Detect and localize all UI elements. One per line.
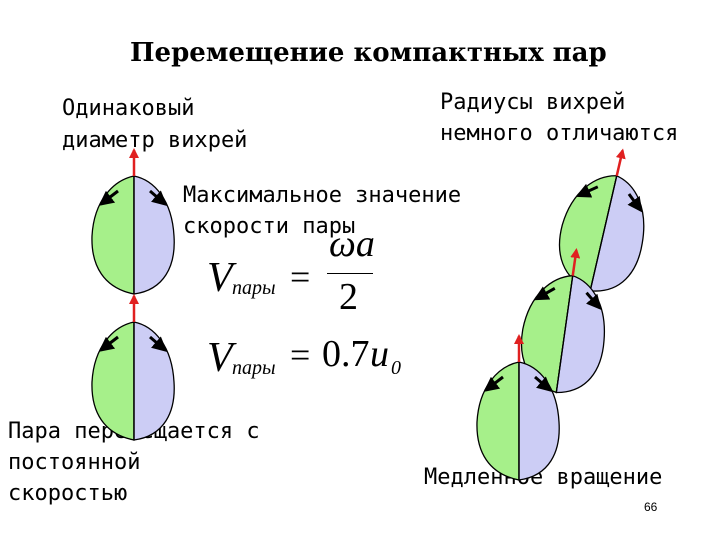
- formula2-coef: 0.7: [322, 333, 370, 375]
- page-number: 66: [644, 500, 658, 514]
- formula1-denominator: 2: [339, 276, 358, 318]
- fraction-bar: [327, 273, 373, 274]
- left-heading: Одинаковый диаметр вихрей: [62, 96, 248, 153]
- formula1-sub: пары: [232, 277, 276, 299]
- slide-title: Перемещение компактных пар: [130, 38, 607, 68]
- formula2-eq: =: [290, 335, 311, 375]
- vortex-pair-icon: [92, 150, 174, 294]
- right-heading: Радиусы вихрей немного отличаются: [440, 90, 679, 146]
- formula1-v: V: [207, 255, 233, 301]
- formula2-sub: пары: [232, 357, 276, 379]
- formula2-u-sub: 0: [391, 357, 401, 379]
- vortex-pair-icon: [92, 296, 174, 440]
- formula1-numerator: ωa: [329, 223, 375, 265]
- mid-heading: Максимальное значение скорости пары: [183, 183, 462, 239]
- bottom-left-caption: Пара перемещается с постоянной скоростью: [8, 419, 260, 506]
- formula2-v: V: [207, 335, 233, 381]
- formula1-eq: =: [290, 257, 311, 297]
- formula2-u: u: [370, 333, 389, 375]
